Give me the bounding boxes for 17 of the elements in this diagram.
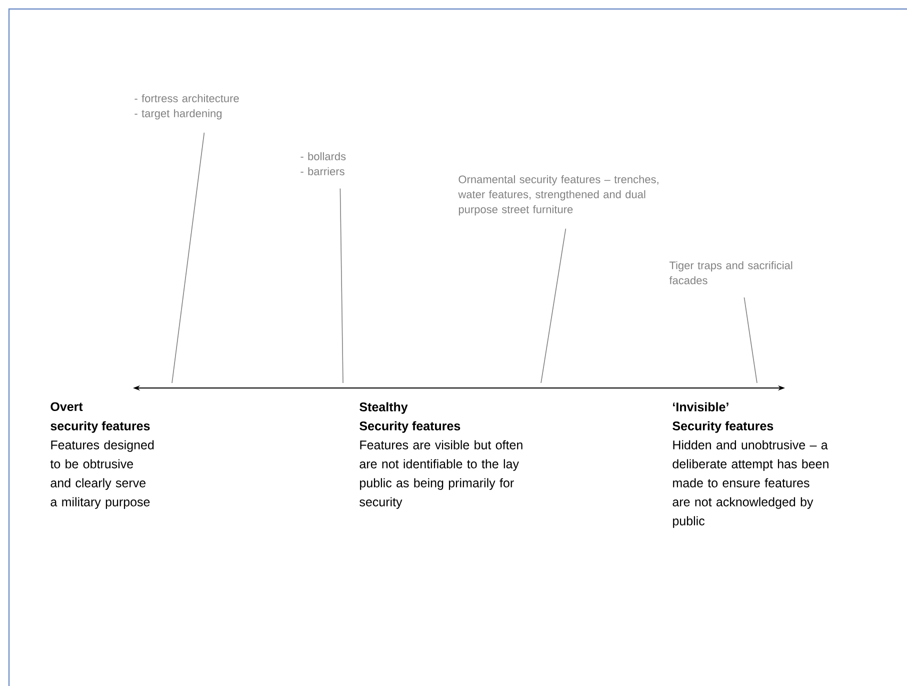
heading: Security features <box>360 421 460 433</box>
heading: Security features <box>672 421 774 433</box>
heading: Stealthy <box>360 402 408 414</box>
heading: ‘Invisible’ <box>673 402 728 412</box>
leader-line <box>744 297 758 384</box>
description: Features are visible but often are not identifiable to the lay public as being primarily for security <box>360 440 522 509</box>
description: Features designed to be obtrusive and clearly serve a military purpose <box>50 440 154 509</box>
heading: Overt <box>50 402 83 412</box>
note-text: - bollards - barriers <box>300 152 346 176</box>
heading: security features <box>50 421 150 433</box>
note-text: - fortress architecture - target hardening <box>134 94 239 120</box>
leader-line <box>172 132 205 384</box>
note-text: Tiger traps and sacrificial facades <box>669 261 792 284</box>
description: Hidden and unobtrusive – a deliberate attempt has been made to ensure features are not acknowledged by public <box>672 440 828 528</box>
leader-line <box>540 228 566 384</box>
note-text: Ornamental security features – trenches, water features, strengthened and dual purpose street furniture <box>458 175 658 216</box>
leader-line <box>340 188 344 384</box>
